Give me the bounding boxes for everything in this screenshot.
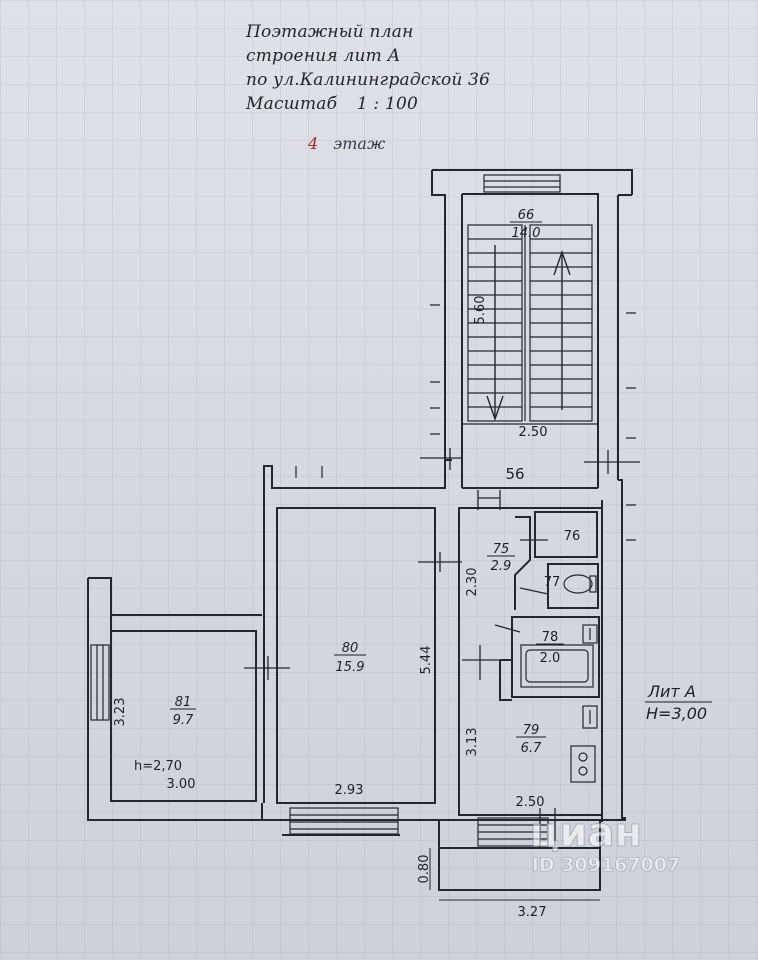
door-room-78: [494, 624, 521, 633]
dim-balcony-depth: 0.80: [417, 855, 432, 884]
room-66-number: 66: [518, 208, 535, 223]
room-56-number: 56: [505, 465, 524, 483]
wet-block-walls: [458, 507, 603, 816]
dim-balcony-width: 3.27: [518, 905, 547, 920]
dim-room-80-height: 5.44: [419, 646, 434, 675]
windows: [90, 174, 636, 847]
room-80-area: 15.9: [336, 660, 365, 675]
plan-title: Поэтажный план: [246, 22, 414, 42]
watermark-id: ID 309167007: [532, 854, 680, 876]
scale-label: Масштаб: [246, 94, 338, 114]
balcony-walls: [438, 847, 601, 891]
room-75-area: 2.9: [491, 559, 512, 574]
floor-word: этаж: [333, 134, 386, 153]
door-balcony: [539, 808, 556, 848]
stair-down-arrow-head: [486, 395, 504, 422]
door-hall-top: [477, 490, 501, 510]
room-81-walls: [110, 630, 257, 802]
wall-right-facade: [618, 479, 626, 819]
stair-treads-right: [530, 238, 592, 408]
dim-room-79-height: 3.13: [465, 728, 480, 757]
room-79-number: 79: [523, 723, 540, 738]
wall-partition-78: [499, 659, 512, 701]
dim-stair-width: 2.50: [519, 425, 548, 440]
building-label: строения лит А: [246, 46, 401, 66]
dim-room-81-width: 3.00: [167, 777, 196, 792]
balcony-sides: [438, 820, 601, 848]
room-79-area: 6.7: [521, 741, 542, 756]
room-66-area: 14.0: [512, 226, 541, 241]
window-stair-top: [483, 174, 561, 193]
room-81-area: 9.7: [173, 713, 194, 728]
scale-value: 1 : 100: [356, 94, 419, 114]
dim-room-80-width: 2.93: [335, 783, 364, 798]
room-76-number: 76: [564, 529, 581, 544]
lit-label: Лит А: [647, 682, 696, 701]
room-81-ceiling-height: h=2,70: [134, 759, 182, 774]
room-81-number: 81: [175, 695, 192, 710]
sink-icon: [582, 624, 598, 644]
toilet-icon: [563, 574, 597, 594]
walls: [87, 169, 633, 891]
room-76-walls: [534, 511, 598, 558]
door-room-77: [519, 587, 549, 595]
dimension-labels: 5.60 2.50 5.44 2.93 3.23 3.00 h=2,70 2.3…: [113, 296, 547, 920]
room-80-walls: [276, 507, 436, 804]
facade-ticks: [295, 304, 636, 541]
room-78-area: 2.0: [540, 651, 561, 666]
watermark-brand: циан: [530, 810, 642, 856]
fixtures: [520, 574, 598, 783]
floor-number: 4: [308, 134, 319, 153]
dim-stair-length: 5.60: [473, 296, 488, 325]
wall-stair-inner: [461, 193, 599, 488]
room-78-walls: [511, 616, 600, 698]
window-room-79: [477, 817, 549, 847]
room-80-number: 80: [342, 641, 359, 656]
window-room-81: [90, 644, 110, 721]
door-stair-left: [420, 448, 462, 470]
stair-flights: [462, 224, 598, 425]
bathtub-icon: [520, 644, 594, 688]
room-77-number: 77: [544, 575, 561, 590]
dim-room-75-height: 2.30: [465, 568, 480, 597]
door-room-81: [244, 656, 290, 680]
building-ceiling-height: H=3,00: [646, 704, 707, 723]
room-78-number: 78: [542, 630, 559, 645]
dim-room-79-width: 2.50: [516, 795, 545, 810]
wall-partition-75: [514, 516, 531, 610]
room-labels: 66 14.0 56 75 2.9 76 77 78 2.0 79 6.7 80…: [170, 208, 580, 756]
wall-room-81-outer: [87, 578, 263, 821]
address: по ул.Калининградской 36: [246, 70, 491, 90]
door-marks: [244, 448, 640, 848]
room-75-number: 75: [493, 542, 510, 557]
dim-room-81-height: 3.23: [113, 698, 128, 727]
window-room-80: [289, 807, 399, 835]
watermark: циан ID 309167007: [529, 810, 680, 877]
wall-stair-top-outer: [432, 169, 633, 195]
kitchen-sink-icon: [582, 705, 598, 729]
stair-up-arrow-head: [553, 249, 571, 276]
dimension-lines: [429, 848, 600, 901]
floor-label: 4 этаж: [308, 134, 385, 153]
wall-left-block: [263, 460, 446, 803]
stove-icon: [570, 745, 596, 783]
wall-room-81-top-outer: [88, 577, 112, 631]
room-77-walls: [547, 563, 599, 609]
scale: Масштаб 1 : 100: [246, 94, 418, 114]
door-room-80: [418, 552, 462, 572]
door-room-79: [462, 645, 500, 680]
building-annotation: Лит А H=3,00: [645, 682, 712, 723]
wall-stair-left-outer: [431, 170, 446, 460]
door-stair-right: [584, 450, 640, 474]
